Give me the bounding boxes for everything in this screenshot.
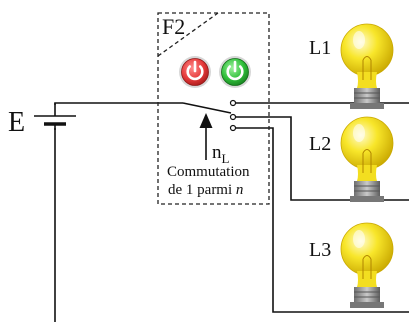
supply-top-wire — [54, 102, 183, 105]
caption-line-1: Commutation — [167, 164, 250, 180]
output-wire-3 — [233, 127, 409, 313]
on-button[interactable] — [219, 56, 251, 88]
caption-line-2: de 1 parmi n — [168, 182, 243, 198]
lamp-2 — [340, 116, 394, 202]
module-f2: F2 nL Commutation de — [157, 12, 270, 205]
switch-contacts — [229, 99, 237, 132]
input-label: nL — [212, 142, 230, 166]
lamp-3 — [340, 222, 394, 308]
lamp-label-3: L3 — [309, 239, 331, 261]
lamp-label-2: L2 — [309, 133, 331, 155]
power-icon — [226, 60, 244, 81]
control-arrow — [199, 113, 213, 160]
power-icon — [186, 60, 204, 81]
switch-blade — [182, 102, 232, 114]
battery-symbol — [34, 103, 76, 130]
module-corner-diagonal — [157, 12, 219, 57]
module-border — [157, 12, 270, 205]
source-label: E — [8, 107, 25, 138]
module-label: F2 — [162, 14, 185, 39]
lamp-1 — [340, 23, 394, 109]
bulb-icon — [340, 116, 394, 202]
lamp-label-1: L1 — [309, 37, 331, 59]
off-button[interactable] — [179, 56, 211, 88]
bulb-icon — [340, 222, 394, 308]
bulb-icon — [340, 23, 394, 109]
